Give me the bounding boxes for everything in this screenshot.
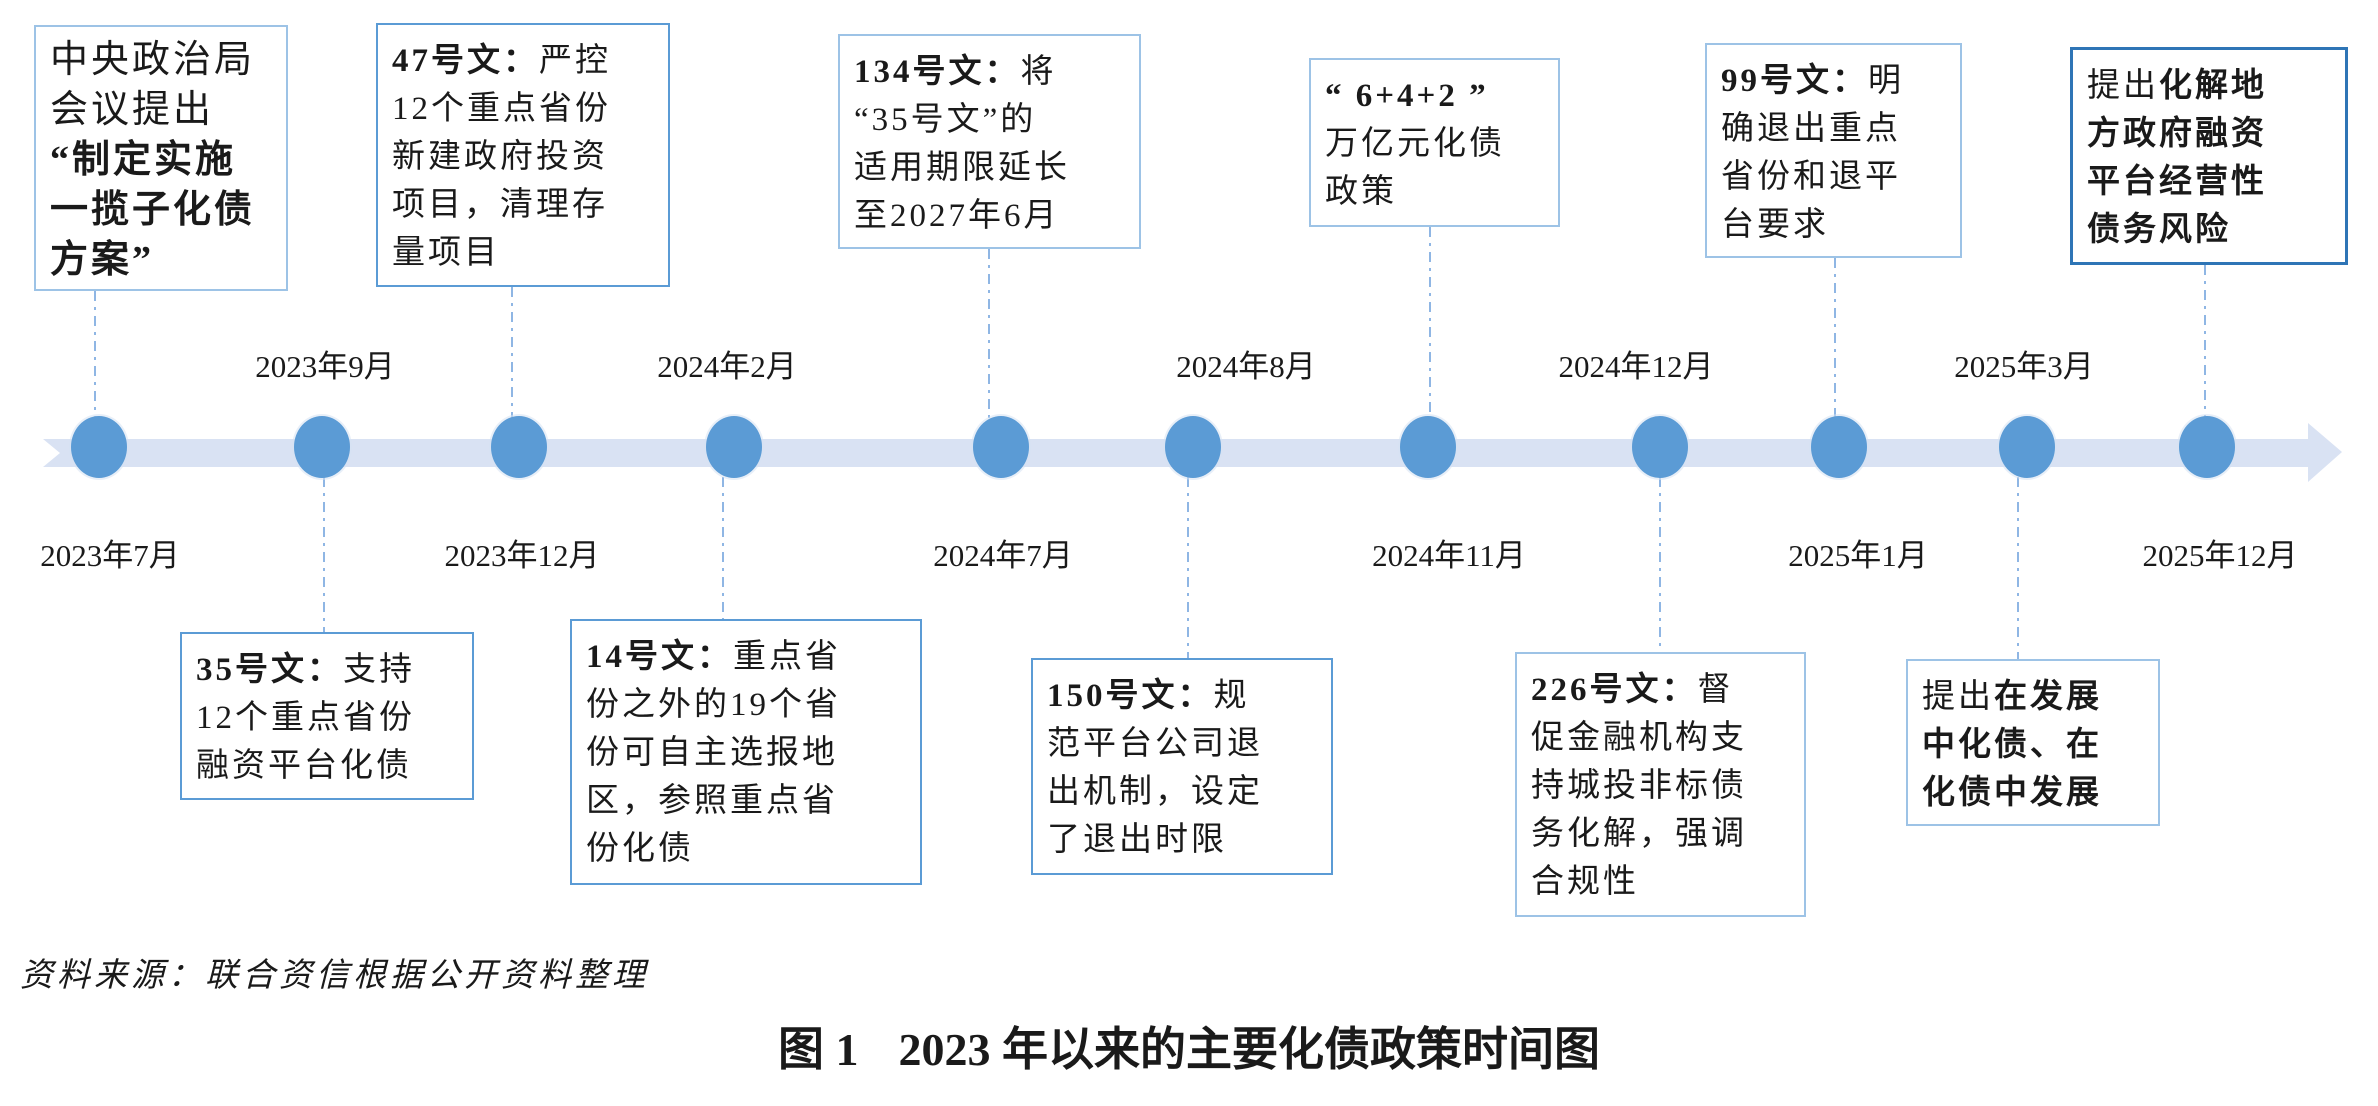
date-label: 2025年1月: [1788, 538, 1928, 573]
event-text-bold: 化解地 方政府融资 平台经营性 债务风险: [2087, 68, 2267, 248]
event-text-bold: 99号文：: [1721, 63, 1868, 99]
source-note: 资料来源：联合资信根据公开资料整理: [20, 958, 649, 994]
event-text: 将 “35号文”的 适用期限延长 至2027年6月: [854, 54, 1070, 234]
event-connector: [2017, 477, 2019, 659]
date-label: 2024年11月: [1372, 538, 1526, 573]
date-label: 2024年2月: [657, 349, 797, 384]
date-label: 2024年8月: [1176, 349, 1316, 384]
event-text-bold: “ 6+4+2 ”: [1325, 78, 1489, 114]
event-connector: [2204, 265, 2206, 419]
timeline-node: [1999, 416, 2055, 478]
event-connector: [1834, 258, 1836, 419]
event-text-bold: 226号文：: [1531, 672, 1698, 708]
event-text: 重点省 份之外的19个省 份可自主选报地 区，参照重点省 份化债: [586, 639, 841, 867]
event-text: 督 促金融机构支 持城投非标债 务化解，强调 合规性: [1531, 672, 1747, 900]
event-text: 中央政治局 会议提出: [50, 39, 256, 131]
date-label: 2023年12月: [444, 538, 600, 573]
event-connector: [1659, 477, 1661, 652]
event-text: 提出: [2087, 68, 2159, 104]
event-text-bold: 134号文：: [854, 54, 1021, 90]
event-connector: [722, 477, 724, 619]
event-box-doc99: 99号文：明 确退出重点 省份和退平 台要求: [1705, 43, 1962, 258]
date-label: 2023年9月: [255, 349, 395, 384]
event-text-bold: 14号文：: [586, 639, 733, 675]
figure-caption-title: 2023 年以来的主要化债政策时间图: [898, 1024, 1601, 1075]
event-box-doc134: 134号文：将 “35号文”的 适用期限延长 至2027年6月: [838, 34, 1141, 249]
event-box-doc35: 35号文：支持 12个重点省份 融资平台化债: [180, 632, 474, 800]
event-connector: [988, 249, 990, 419]
event-box-politburo: 中央政治局 会议提出 “制定实施 一揽子化债 方案”: [34, 25, 288, 291]
event-box-doc47: 47号文：严控 12个重点省份 新建政府投资 项目，清理存 量项目: [376, 23, 670, 287]
event-box-resolve-lgfv-risk: 提出化解地 方政府融资 平台经营性 债务风险: [2070, 47, 2348, 265]
event-box-develop-while-resolving: 提出在发展 中化债、在 化债中发展: [1906, 659, 2160, 826]
timeline-node: [1632, 416, 1688, 478]
timeline-node: [973, 416, 1029, 478]
event-box-doc150: 150号文：规 范平台公司退 出机制，设定 了退出时限: [1031, 658, 1333, 875]
event-text-bold: “制定实施 一揽子化债 方案”: [50, 139, 256, 281]
timeline-node: [1400, 416, 1456, 478]
event-connector: [1429, 227, 1431, 419]
date-label: 2025年3月: [1954, 349, 2094, 384]
event-text: 支持 12个重点省份 融资平台化债: [196, 652, 415, 784]
timeline-node: [294, 416, 350, 478]
event-connector: [511, 287, 513, 419]
timeline-node: [1811, 416, 1867, 478]
timeline-node: [706, 416, 762, 478]
event-text: 万亿元化债 政策: [1325, 126, 1505, 210]
timeline-node: [491, 416, 547, 478]
event-text: 明 确退出重点 省份和退平 台要求: [1721, 63, 1904, 243]
event-text-bold: 35号文：: [196, 652, 343, 688]
event-box-642-trillion: “ 6+4+2 ” 万亿元化债 政策: [1309, 58, 1560, 227]
date-label: 2023年7月: [40, 538, 180, 573]
date-label: 2024年12月: [1558, 349, 1714, 384]
event-connector: [323, 477, 325, 632]
figure-caption-label: 图 1: [778, 1024, 859, 1075]
timeline-node: [2179, 416, 2235, 478]
event-box-doc14: 14号文：重点省 份之外的19个省 份可自主选报地 区，参照重点省 份化债: [570, 619, 922, 885]
event-connector: [1187, 477, 1189, 658]
event-text: 提出: [1922, 679, 1994, 715]
event-connector: [94, 291, 96, 419]
event-text: 严控 12个重点省份 新建政府投资 项目，清理存 量项目: [392, 43, 611, 271]
event-text-bold: 150号文：: [1047, 678, 1214, 714]
event-text: 规 范平台公司退 出机制，设定 了退出时限: [1047, 678, 1263, 858]
figure-caption: 图 1 2023 年以来的主要化债政策时间图: [0, 1020, 2378, 1080]
event-box-doc226: 226号文：督 促金融机构支 持城投非标债 务化解，强调 合规性: [1515, 652, 1806, 917]
timeline-node: [71, 416, 127, 478]
date-label: 2024年7月: [933, 538, 1073, 573]
event-text-bold: 47号文：: [392, 43, 539, 79]
date-label: 2025年12月: [2142, 538, 2298, 573]
event-text-bold: 在发展 中化债、在 化债中发展: [1922, 679, 2102, 811]
timeline-node: [1165, 416, 1221, 478]
